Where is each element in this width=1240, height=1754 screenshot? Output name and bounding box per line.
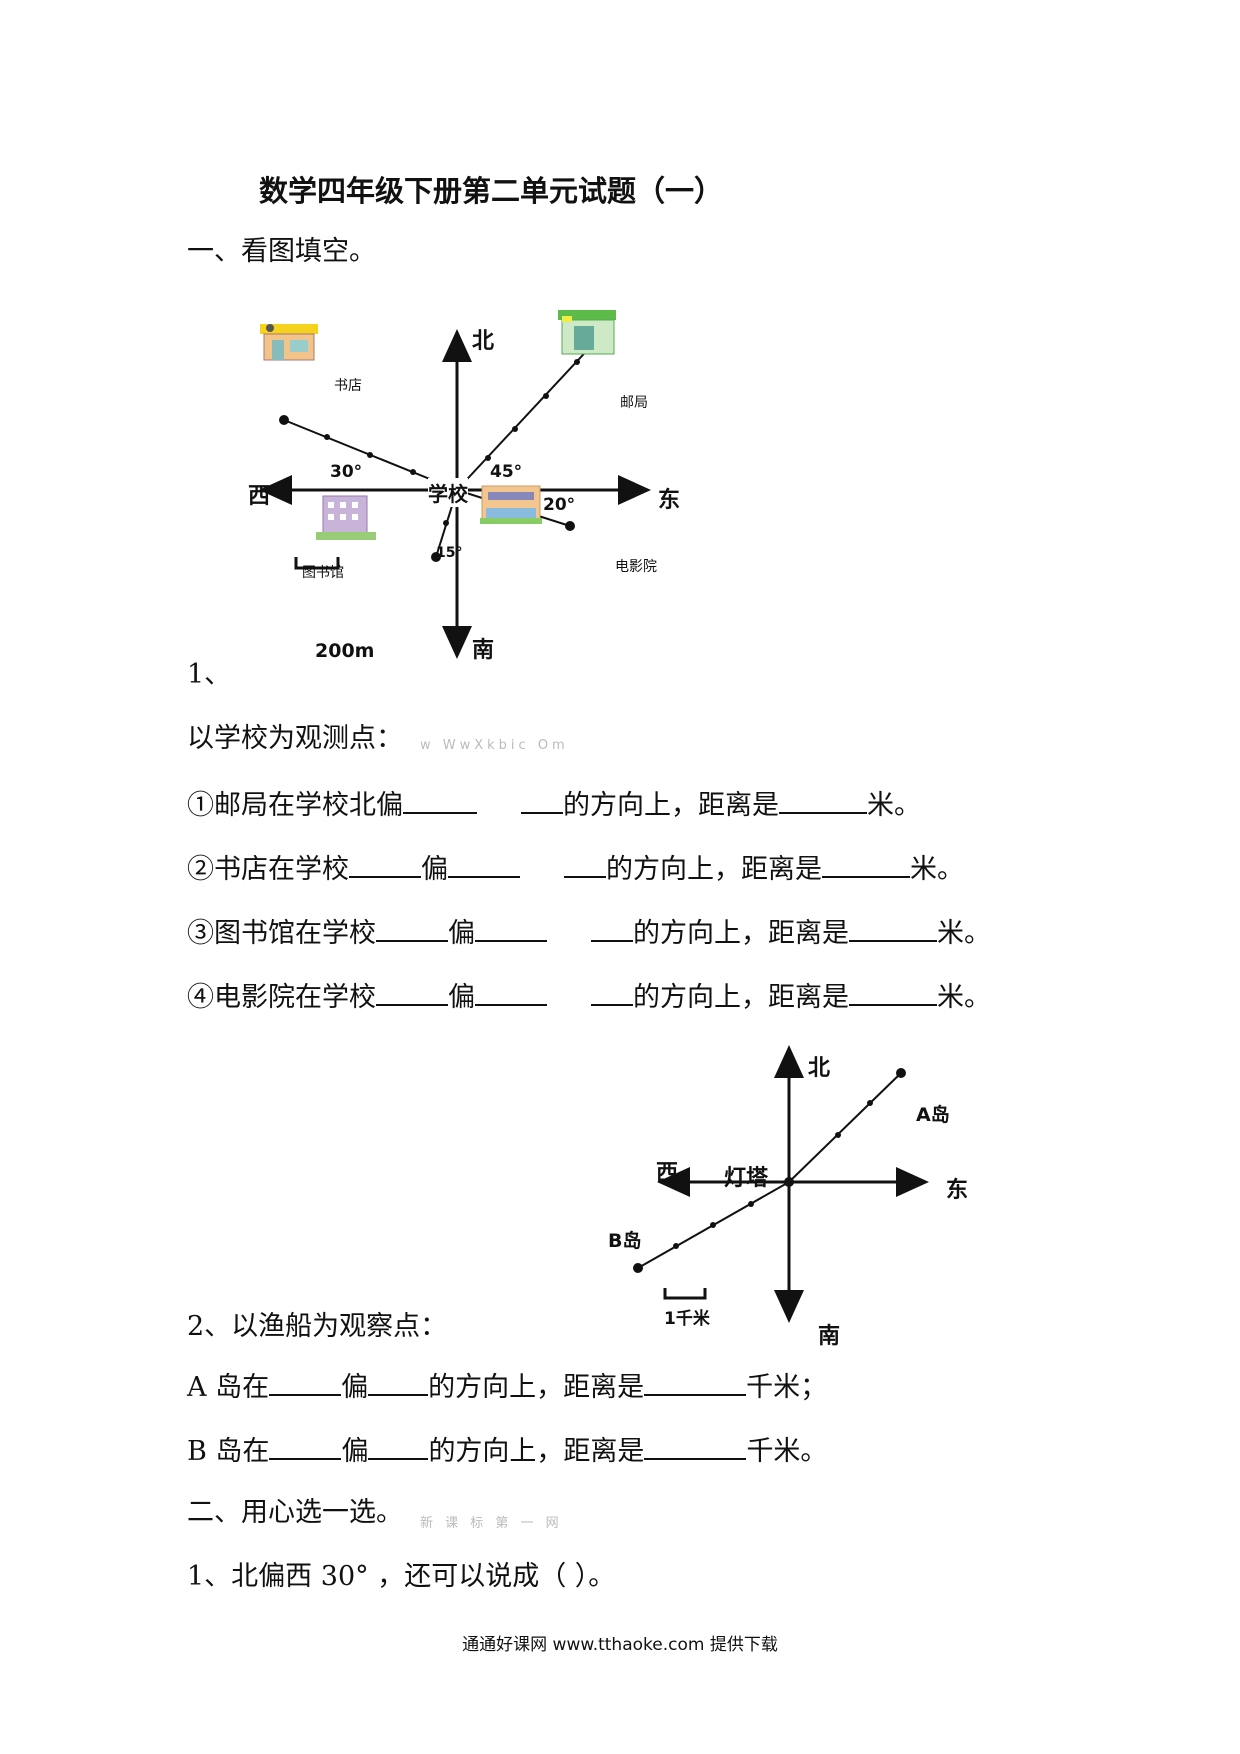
- west-label: 西: [248, 484, 271, 509]
- q1-item-1: ①邮局在学校北偏的方向上，距离是米。: [187, 786, 921, 823]
- angle-library: 15°: [436, 545, 463, 561]
- bookstore-label: 书店: [334, 378, 362, 394]
- east-label: 东: [658, 488, 681, 513]
- q1-item-4: ④电影院在学校偏的方向上，距离是米。: [187, 978, 991, 1015]
- blank-q2-1a[interactable]: [269, 1368, 342, 1396]
- watermark-1: w WwXkbic Om: [420, 738, 569, 753]
- blank-3d[interactable]: [849, 914, 937, 942]
- blank-3a[interactable]: [376, 914, 448, 942]
- section2-question-1: 1、北偏西 30° ，还可以说成（ ）。: [187, 1561, 616, 1592]
- question-1-intro: 以学校为观测点：: [187, 723, 403, 754]
- watermark-2: 新 课 标 第 一 网: [420, 1516, 563, 1531]
- blank-q2-2a[interactable]: [269, 1432, 342, 1460]
- q2-item-2: B 岛在偏的方向上，距离是千米。: [187, 1432, 827, 1469]
- blank-3c[interactable]: [591, 914, 633, 942]
- post-office-ray: [456, 327, 609, 491]
- blank-q2-2c[interactable]: [644, 1432, 747, 1460]
- blank-4b[interactable]: [475, 978, 547, 1006]
- blank-2a[interactable]: [349, 850, 421, 878]
- north-label: 北: [472, 329, 495, 354]
- blank-q2-1b[interactable]: [368, 1368, 429, 1396]
- blank-4c[interactable]: [591, 978, 633, 1006]
- blank-2b[interactable]: [448, 850, 520, 878]
- blank-2c[interactable]: [564, 850, 606, 878]
- blank-1b[interactable]: [521, 786, 563, 814]
- library-building-icon: [316, 495, 376, 540]
- blank-q2-1c[interactable]: [644, 1368, 747, 1396]
- cinema-label: 电影院: [615, 559, 657, 575]
- scale-label-2: 1千米: [664, 1309, 710, 1329]
- scale-label: 200m: [315, 640, 375, 662]
- west-label-2: 西: [656, 1161, 679, 1186]
- bookstore-building-icon: [260, 324, 318, 361]
- question-1-number: 1、: [187, 659, 232, 690]
- blank-1c[interactable]: [779, 786, 867, 814]
- lighthouse-label: 灯塔: [724, 1166, 769, 1191]
- angle-post-office: 45°: [490, 462, 523, 482]
- south-label: 南: [472, 638, 495, 663]
- island-a-ray: [788, 1072, 902, 1183]
- section2-heading: 二、用心选一选。: [187, 1497, 403, 1528]
- island-b-label: B岛: [608, 1230, 642, 1252]
- blank-4a[interactable]: [376, 978, 448, 1006]
- scale-bar-2: [663, 1288, 707, 1300]
- angle-bookstore: 30°: [330, 462, 363, 482]
- blank-2d[interactable]: [822, 850, 910, 878]
- post-office-building-icon: [558, 310, 616, 355]
- blank-4d[interactable]: [849, 978, 937, 1006]
- q1-item-3: ③图书馆在学校偏的方向上，距离是米。: [187, 914, 991, 951]
- scale-bar: [294, 557, 340, 570]
- south-label-2: 南: [818, 1324, 841, 1349]
- island-a-label: A岛: [916, 1104, 950, 1126]
- library-label: 图书馆: [302, 565, 344, 581]
- east-label-2: 东: [946, 1178, 969, 1203]
- page-title: 数学四年级下册第二单元试题（一）: [259, 174, 724, 208]
- blank-q2-2b[interactable]: [368, 1432, 429, 1460]
- footer: 通通好课网 www.tthaoke.com 提供下载: [462, 1635, 778, 1655]
- post-office-label: 邮局: [620, 395, 648, 411]
- blank-1a[interactable]: [403, 786, 477, 814]
- angle-cinema: 20°: [543, 495, 576, 515]
- q2-item-1: A 岛在偏的方向上，距离是千米；: [187, 1368, 827, 1405]
- north-label-2: 北: [808, 1056, 831, 1081]
- school-label: 学校: [428, 478, 468, 507]
- lighthouse-direction-diagram: [633, 1045, 929, 1323]
- cinema-building-icon: [480, 485, 542, 524]
- section1-heading: 一、看图填空。: [187, 236, 376, 267]
- blank-3b[interactable]: [475, 914, 547, 942]
- question-2-intro: 2、以渔船为观察点：: [187, 1311, 448, 1342]
- q1-item-2: ②书店在学校偏的方向上，距离是米。: [187, 850, 964, 887]
